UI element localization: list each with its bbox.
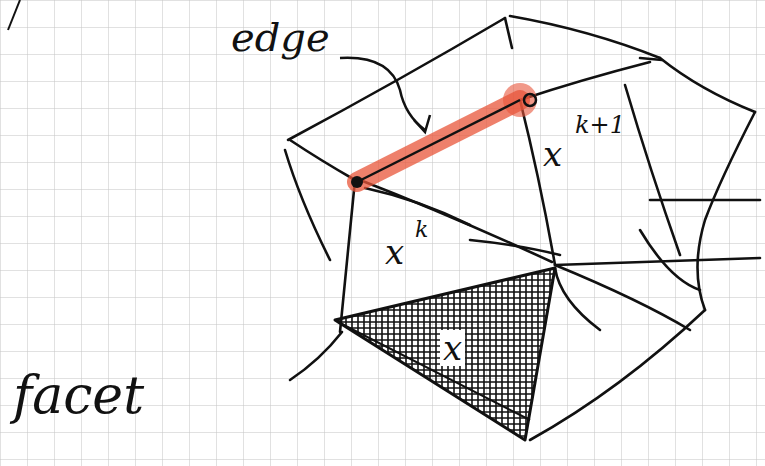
point-label: x: [540, 136, 565, 172]
vertex: [524, 94, 536, 106]
facet-label: facet: [10, 368, 147, 422]
leader-line: [340, 58, 425, 130]
polytope-lines: [285, 16, 760, 440]
highlighted-edge: [357, 100, 520, 182]
point-label: x: [440, 330, 465, 366]
point-label: x: [382, 234, 407, 270]
leader-arrowhead: [414, 115, 430, 132]
vertex: [351, 176, 363, 188]
superscript: k: [412, 218, 431, 242]
edge-line: [357, 100, 520, 182]
facet-stroke: [338, 322, 530, 420]
edge-label: edge: [228, 16, 333, 58]
stray-stroke: [8, 0, 20, 30]
hatched-facet: [335, 268, 555, 440]
superscript: k+1: [572, 112, 628, 138]
